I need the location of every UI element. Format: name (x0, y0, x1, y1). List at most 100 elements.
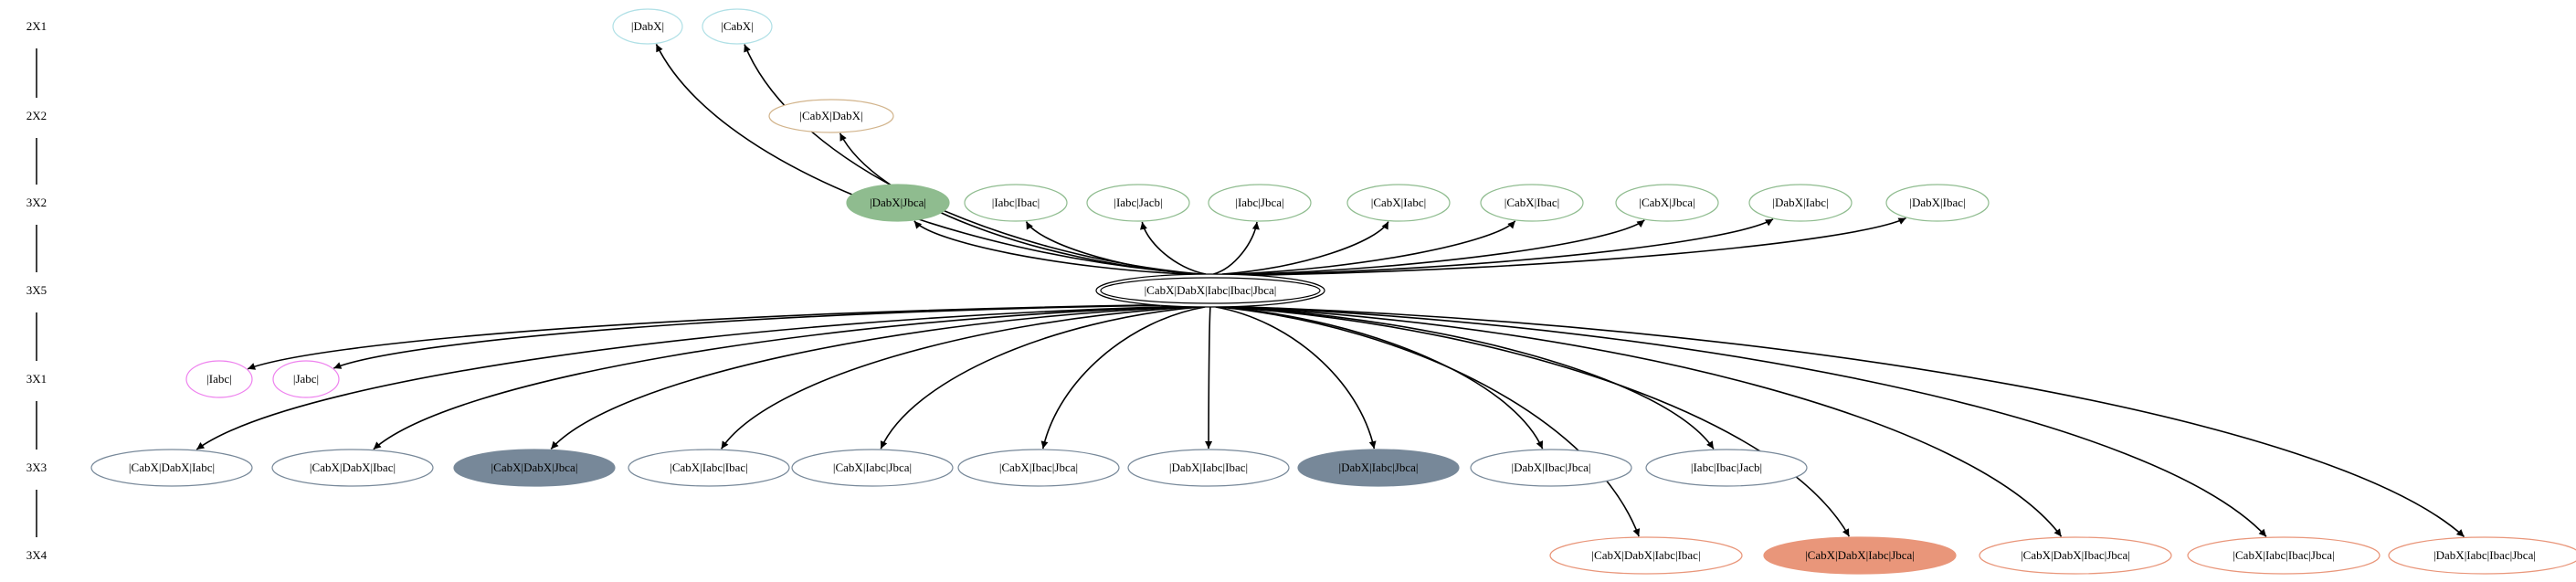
node-shape (1615, 184, 1719, 222)
edge-to-dabx-ibac (1252, 217, 1906, 277)
node-label: |CabX|Iabc| (1371, 196, 1427, 209)
edge-to-iabc-ibac (1025, 221, 1198, 275)
edge-to-cabx-dabx-ibac (373, 305, 1185, 450)
node-shape (957, 449, 1120, 487)
node-shape (1470, 449, 1632, 487)
rank-label-3x5: 3X5 (26, 283, 47, 297)
rank-label-3x2: 3X2 (26, 196, 47, 209)
node-label: |CabX|Ibac|Jbca| (999, 460, 1078, 474)
node-label: |CabX|DabX|Jbca| (491, 460, 578, 474)
node-shape (271, 449, 434, 487)
node-shape (1480, 184, 1584, 222)
node-label: |Iabc|Ibac| (992, 196, 1040, 209)
node-dabx-iabc-jbca[interactable]: |DabX|Iabc|Jbca| (1297, 449, 1460, 487)
node-label: |CabX|Iabc|Ibac| (670, 460, 747, 474)
node-cabx-dabx-ibac-jbca[interactable]: |CabX|DabX|Ibac|Jbca| (1979, 536, 2172, 575)
edge-to-cabx-dabx-iabc (195, 305, 1180, 450)
edge-to-jabc (333, 304, 1161, 369)
edge-to-cabx-dabx-ibac-jbca (1228, 305, 2063, 537)
node-iabc[interactable]: |Iabc| (185, 360, 253, 398)
node-shape (1086, 184, 1190, 222)
node-center[interactable]: |CabX|DabX|Iabc|Ibac|Jbca| (1095, 273, 1325, 308)
node-shape (1297, 449, 1460, 487)
node-cabx-iabc-jbca[interactable]: |CabX|Iabc|Jbca| (791, 449, 954, 487)
node-shape (453, 449, 616, 487)
node-shape (702, 8, 773, 45)
rank-label-2x1: 2X1 (26, 19, 47, 33)
node-label: |Iabc|Jbca| (1235, 196, 1283, 209)
node-dabx[interactable]: |DabX| (612, 8, 683, 45)
edge-to-iabc-jbca (1213, 221, 1260, 275)
node-cabx-dabx-jbca[interactable]: |CabX|DabX|Jbca| (453, 449, 616, 487)
node-cabx-dabx-iabc-jbca[interactable]: |CabX|DabX|Iabc|Jbca| (1763, 536, 1957, 575)
edge-to-dabx-iabc (1245, 218, 1774, 276)
edge-to-cabx-dabx-jbca (550, 305, 1190, 450)
node-cabx-dabx-iabc-ibac[interactable]: |CabX|DabX|Iabc|Ibac| (1549, 536, 1743, 575)
node-cabx-dabx[interactable]: |CabX|DabX| (768, 99, 894, 133)
node-dabx-ibac-jbca[interactable]: |DabX|Ibac|Jbca| (1470, 449, 1632, 487)
node-shape (1748, 184, 1853, 222)
node-cabx-iabc[interactable]: |CabX|Iabc| (1346, 184, 1451, 222)
node-cabx-dabx-ibac[interactable]: |CabX|DabX|Ibac| (271, 449, 434, 487)
node-label: |DabX|Iabc|Jbca| (1339, 460, 1419, 474)
node-shape (612, 8, 683, 45)
edge-to-iabc-ibac-jacb (1226, 306, 1715, 450)
node-label: |CabX|DabX|Iabc|Ibac|Jbca| (1145, 283, 1277, 297)
rank-label-3x3: 3X3 (26, 460, 47, 474)
node-iabc-jbca[interactable]: |Iabc|Jbca| (1208, 184, 1312, 222)
node-label: |CabX|DabX| (799, 109, 862, 122)
node-label: |CabX|DabX|Iabc| (129, 460, 215, 474)
node-dabx-iabc[interactable]: |DabX|Iabc| (1748, 184, 1853, 222)
edge-to-cabx-dabx-iabc-jbca (1223, 306, 1851, 537)
node-label: |DabX|Ibac| (1909, 196, 1965, 209)
node-iabc-ibac-jacb[interactable]: |Iabc|Ibac|Jacb| (1645, 449, 1808, 487)
node-shape (846, 184, 950, 222)
edge-to-dabx-iabc-ibac (1205, 306, 1213, 450)
node-label: |DabX| (631, 19, 664, 33)
node-shape (1549, 536, 1743, 575)
node-label: |CabX|DabX|Iabc|Ibac| (1591, 548, 1700, 562)
rank-label-2x2: 2X2 (26, 109, 47, 122)
node-iabc-jacb[interactable]: |Iabc|Jacb| (1086, 184, 1190, 222)
node-label: |DabX|Iabc|Ibac| (1169, 460, 1248, 474)
node-cabx-ibac[interactable]: |CabX|Ibac| (1480, 184, 1584, 222)
node-label: |DabX|Ibac|Jbca| (1512, 460, 1591, 474)
node-dabx-iabc-ibac-jbca[interactable]: |DabX|Iabc|Ibac|Jbca| (2388, 536, 2576, 575)
node-cabx-jbca[interactable]: |CabX|Jbca| (1615, 184, 1719, 222)
node-iabc-ibac[interactable]: |Iabc|Ibac| (964, 184, 1068, 222)
node-shape-outer (1095, 273, 1325, 308)
node-shape (1208, 184, 1312, 222)
node-label: |DabX|Jbca| (870, 196, 926, 209)
node-shape (272, 360, 340, 398)
node-cabx-dabx-iabc[interactable]: |CabX|DabX|Iabc| (90, 449, 253, 487)
node-cabx[interactable]: |CabX| (702, 8, 773, 45)
node-label: |Iabc|Ibac|Jacb| (1691, 460, 1762, 474)
edge-to-dabx-iabc-ibac-jbca (1236, 305, 2465, 538)
edge-to-dabx-jbca (913, 220, 1191, 276)
node-jabc[interactable]: |Jabc| (272, 360, 340, 398)
rank-label-3x4: 3X4 (26, 548, 48, 562)
node-cabx-iabc-ibac-jbca[interactable]: |CabX|Iabc|Ibac|Jbca| (2187, 536, 2381, 575)
edge-to-cabx-iabc (1221, 221, 1389, 275)
node-dabx-iabc-ibac[interactable]: |DabX|Iabc|Ibac| (1127, 449, 1290, 487)
edge-to-cabx-jbca (1238, 219, 1645, 276)
nodes: |DabX| |CabX| |CabX|DabX| |DabX|Jbca| |Iabc|… (90, 8, 2576, 575)
node-cabx-iabc-ibac[interactable]: |CabX|Iabc|Ibac| (628, 449, 790, 487)
edge-to-cabx-iabc-ibac-jbca (1231, 305, 2267, 537)
node-shape (628, 449, 790, 487)
node-dabx-jbca[interactable]: |DabX|Jbca| (846, 184, 950, 222)
node-shape (768, 99, 894, 133)
node-dabx-ibac[interactable]: |DabX|Ibac| (1885, 184, 1990, 222)
node-shape (2187, 536, 2381, 575)
node-label: |CabX|DabX|Ibac|Jbca| (2021, 548, 2130, 562)
node-cabx-ibac-jbca[interactable]: |CabX|Ibac|Jbca| (957, 449, 1120, 487)
node-shape (90, 449, 253, 487)
node-shape (185, 360, 253, 398)
edges (195, 44, 2465, 538)
node-label: |CabX| (721, 19, 754, 33)
node-label: |DabX|Iabc|Ibac|Jbca| (2433, 548, 2536, 562)
node-label: |CabX|Jbca| (1639, 196, 1694, 209)
edge-to-cabx-iabc-jbca (880, 306, 1200, 450)
node-shape (1763, 536, 1957, 575)
